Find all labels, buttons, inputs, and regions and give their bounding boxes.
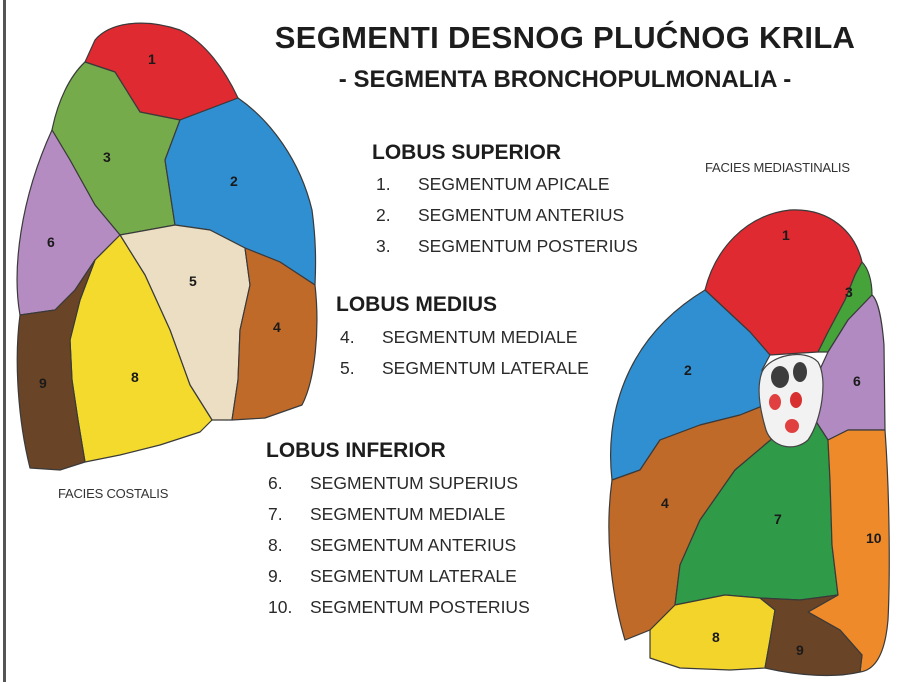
segment-name: SEGMENTUM APICALE xyxy=(418,174,610,194)
segment-name: SEGMENTUM ANTERIUS xyxy=(310,535,516,555)
list-item: 5.SEGMENTUM LATERALE xyxy=(340,358,589,389)
mediastinal-number-8: 8 xyxy=(712,629,720,645)
mediastinal-number-9: 9 xyxy=(796,642,804,658)
segment-number: 4. xyxy=(340,327,382,348)
segment-name: SEGMENTUM ANTERIUS xyxy=(418,205,624,225)
segment-list-inferior: 6.SEGMENTUM SUPERIUS 7.SEGMENTUM MEDIALE… xyxy=(268,473,530,628)
segment-number: 9. xyxy=(268,566,310,587)
segment-number: 10. xyxy=(268,597,310,618)
page-subtitle: - SEGMENTA BRONCHOPULMONALIA - xyxy=(225,66,905,94)
list-item: 2.SEGMENTUM ANTERIUS xyxy=(376,205,638,236)
lobe-heading-inferior: LOBUS INFERIOR xyxy=(266,439,446,463)
segment-name: SEGMENTUM LATERALE xyxy=(382,358,589,378)
segment-number: 5. xyxy=(340,358,382,379)
segment-name: SEGMENTUM SUPERIUS xyxy=(310,473,518,493)
list-item: 6.SEGMENTUM SUPERIUS xyxy=(268,473,530,504)
segment-number: 6. xyxy=(268,473,310,494)
segment-number: 1. xyxy=(376,174,418,195)
segment-name: SEGMENTUM POSTERIUS xyxy=(418,236,638,256)
segment-name: SEGMENTUM MEDIALE xyxy=(382,327,577,347)
lobe-heading-superior: LOBUS SUPERIOR xyxy=(372,141,561,165)
mediastinal-number-2: 2 xyxy=(684,362,692,378)
mediastinal-number-1: 1 xyxy=(782,227,790,243)
segment-list-medius: 4.SEGMENTUM MEDIALE 5.SEGMENTUM LATERALE xyxy=(340,327,589,389)
segment-number: 7. xyxy=(268,504,310,525)
mediastinal-number-7: 7 xyxy=(774,511,782,527)
mediastinal-number-10: 10 xyxy=(866,530,882,546)
list-item: 4.SEGMENTUM MEDIALE xyxy=(340,327,589,358)
facies-mediastinalis-label: FACIES MEDIASTINALIS xyxy=(705,160,850,175)
mediastinal-number-6: 6 xyxy=(853,373,861,389)
segment-name: SEGMENTUM POSTERIUS xyxy=(310,597,530,617)
list-item: 9.SEGMENTUM LATERALE xyxy=(268,566,530,597)
list-item: 1.SEGMENTUM APICALE xyxy=(376,174,638,205)
segment-number: 3. xyxy=(376,236,418,257)
segment-name: SEGMENTUM LATERALE xyxy=(310,566,517,586)
segment-number: 8. xyxy=(268,535,310,556)
segment-list-superior: 1.SEGMENTUM APICALE 2.SEGMENTUM ANTERIUS… xyxy=(376,174,638,267)
list-item: 7.SEGMENTUM MEDIALE xyxy=(268,504,530,535)
list-item: 10.SEGMENTUM POSTERIUS xyxy=(268,597,530,628)
page-title: SEGMENTI DESNOG PLUĆNOG KRILA xyxy=(225,20,905,56)
mediastinal-number-4: 4 xyxy=(661,495,669,511)
list-item: 8.SEGMENTUM ANTERIUS xyxy=(268,535,530,566)
mediastinal-number-3: 3 xyxy=(845,284,853,300)
segment-number: 2. xyxy=(376,205,418,226)
list-item: 3.SEGMENTUM POSTERIUS xyxy=(376,236,638,267)
lobe-heading-medius: LOBUS MEDIUS xyxy=(336,293,497,317)
segment-name: SEGMENTUM MEDIALE xyxy=(310,504,505,524)
facies-costalis-label: FACIES COSTALIS xyxy=(58,486,168,501)
